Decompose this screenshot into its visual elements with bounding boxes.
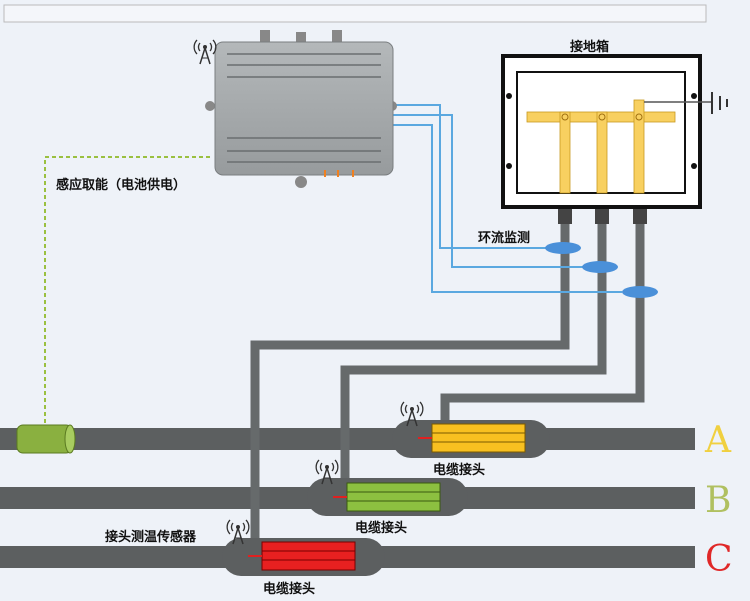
joint-c-label: 电缆接头 <box>263 581 315 597</box>
grounding-box <box>501 54 728 209</box>
ct-ring-2 <box>582 261 618 273</box>
grounding-leads <box>250 200 645 545</box>
joint-c <box>222 538 385 576</box>
induction-coil <box>16 424 76 454</box>
ct-ring-1 <box>545 242 581 254</box>
joint-a <box>392 420 550 458</box>
grounding-box-label: 接地箱 <box>570 39 609 55</box>
joint-sensor-label: 接头测温传感器 <box>105 529 197 545</box>
phase-c-label: C <box>705 539 733 580</box>
monitoring-device <box>205 30 397 188</box>
induction-power-label: 感应取能（电池供电） <box>56 177 186 193</box>
phase-a-label: A <box>704 420 732 461</box>
joint-b <box>307 478 468 516</box>
joint-a-label: 电缆接头 <box>433 462 485 478</box>
top-bar <box>3 4 707 23</box>
power-line <box>44 156 210 425</box>
phase-b-label: B <box>705 480 731 521</box>
joint-b-label: 电缆接头 <box>355 520 407 536</box>
circulating-current-label: 环流监测 <box>478 230 530 246</box>
antenna-icon <box>193 39 217 65</box>
ct-ring-3 <box>622 286 658 298</box>
signal-lines <box>393 104 622 293</box>
ground-symbol-icon <box>644 92 728 114</box>
